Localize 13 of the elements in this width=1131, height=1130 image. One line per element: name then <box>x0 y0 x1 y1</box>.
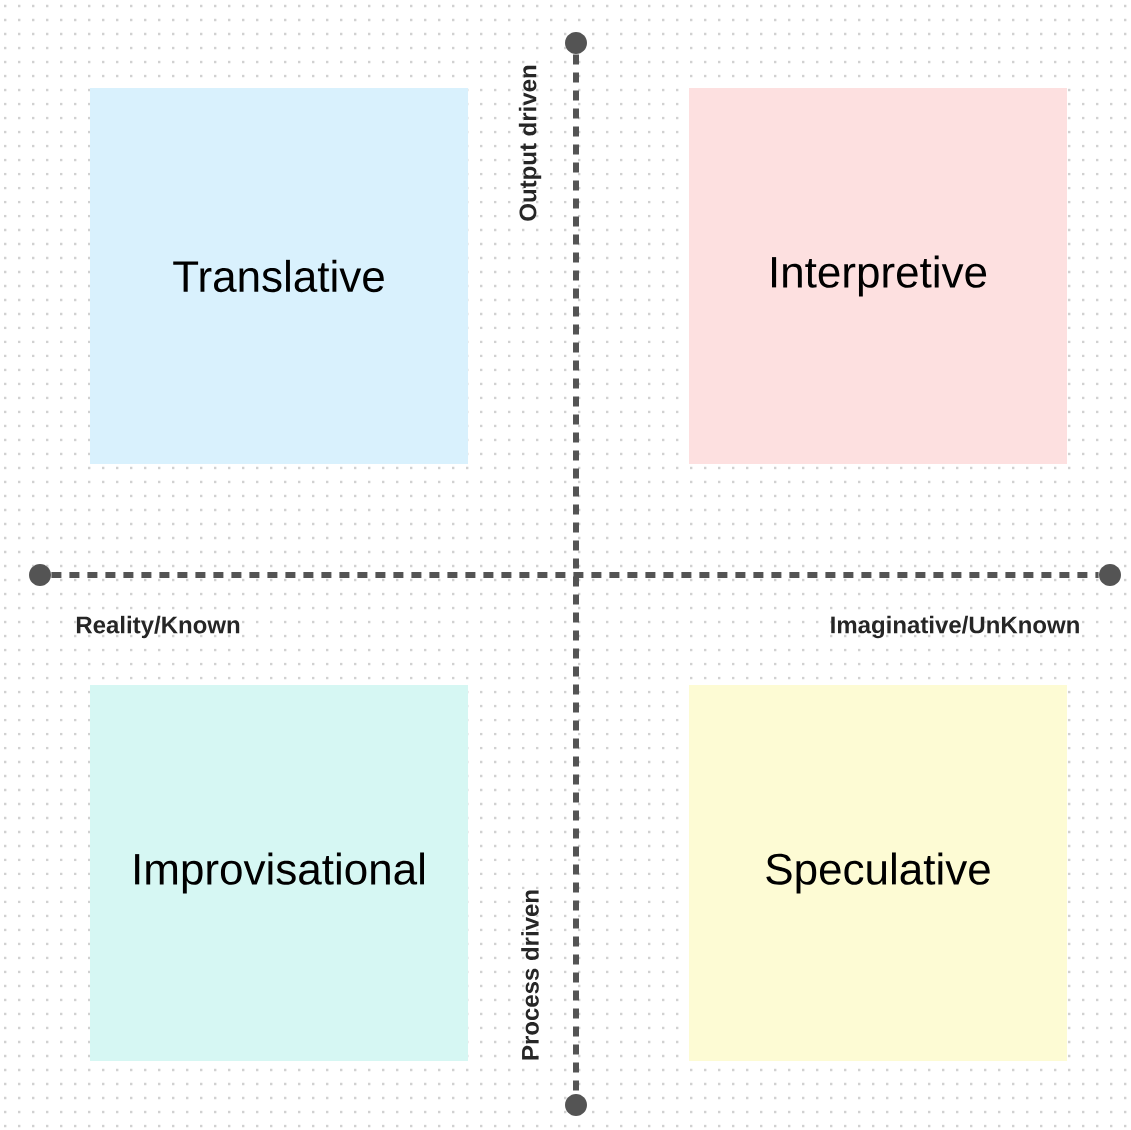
endpoint-dot <box>29 564 51 586</box>
dashed-axis-line <box>51 572 1099 578</box>
endpoint-dot <box>1099 564 1121 586</box>
axis-label: Reality/Known <box>76 615 240 639</box>
axis-label: Output driven <box>518 65 542 221</box>
quadrant-box: Translative <box>90 88 468 464</box>
quadrant-box: Interpretive <box>689 88 1067 464</box>
quadrant-box: Improvisational <box>90 685 468 1061</box>
axis-label: Imaginative/UnKnown <box>831 615 1079 639</box>
endpoint-dot <box>565 32 587 54</box>
endpoint-dot <box>565 1094 587 1116</box>
axis-label: Process driven <box>521 890 539 1060</box>
quadrant-box: Speculative <box>689 685 1067 1061</box>
